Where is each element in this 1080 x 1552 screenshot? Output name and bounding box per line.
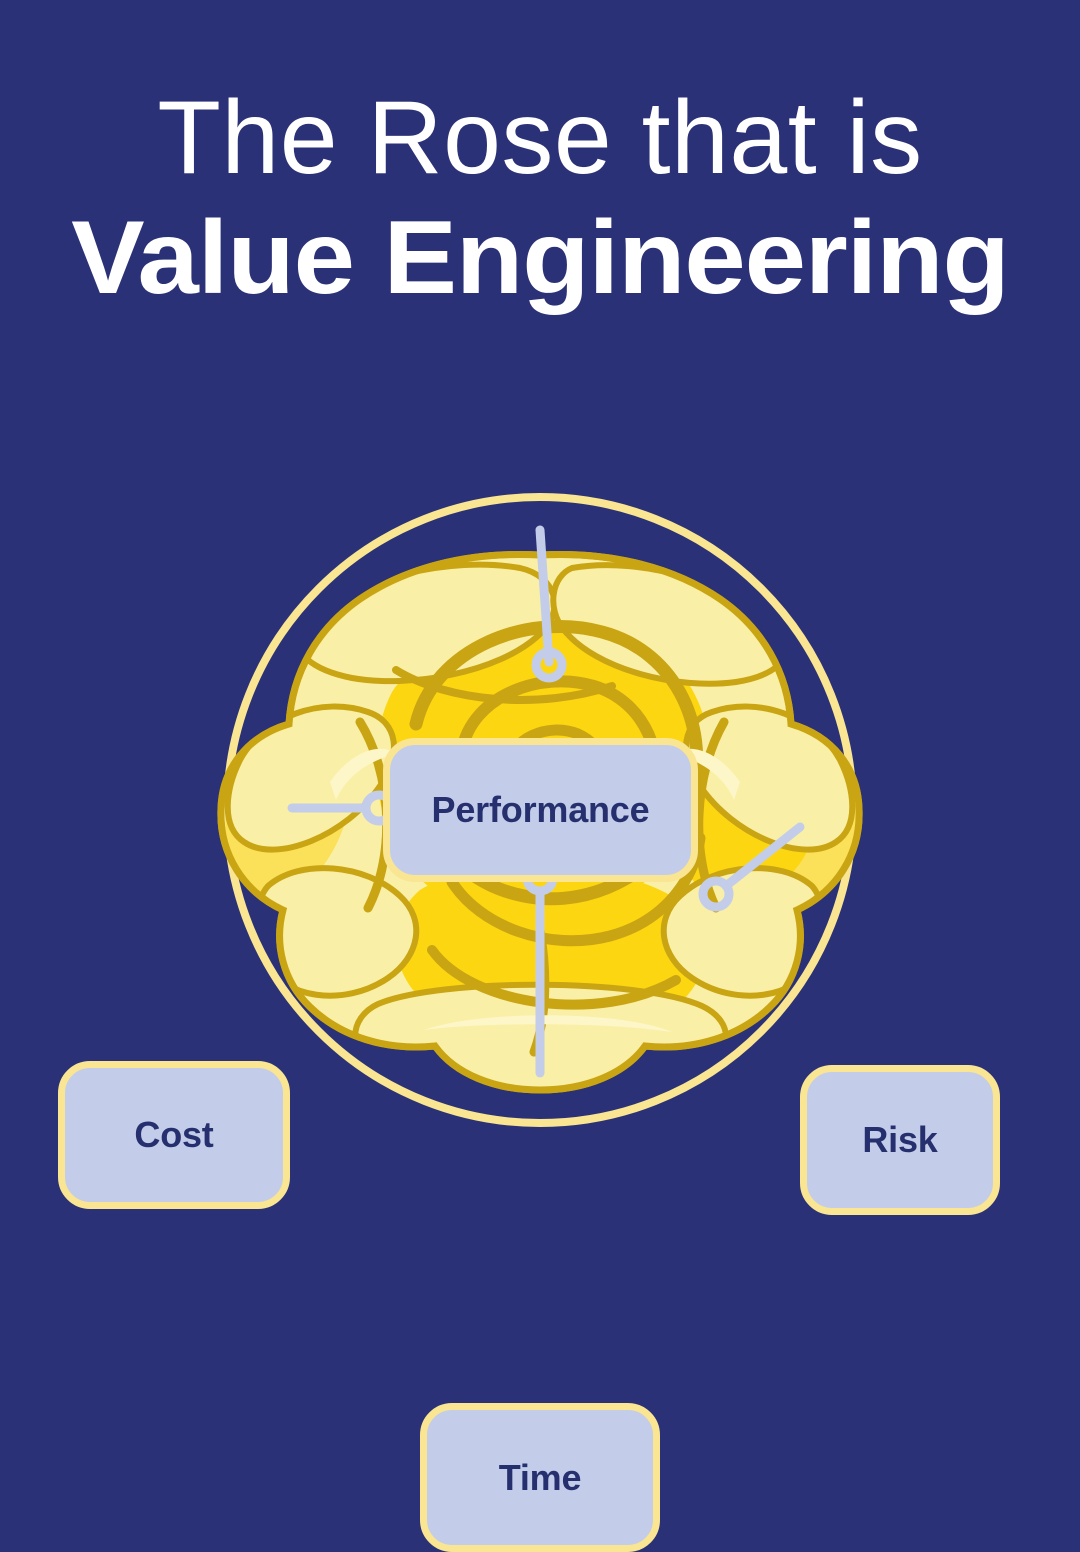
node-cost-label: Cost xyxy=(134,1114,214,1155)
title-line-1: The Rose that is xyxy=(157,80,923,196)
connector-risk xyxy=(721,822,805,891)
rose-fold-3 xyxy=(446,832,706,947)
node-cost[interactable]: Cost xyxy=(58,1061,290,1209)
node-time[interactable]: Time xyxy=(420,1403,660,1552)
connector-marker-performance xyxy=(531,647,567,683)
connector-marker-risk xyxy=(698,876,734,912)
rose-fold-5 xyxy=(392,666,616,704)
rose-highlight-d xyxy=(424,1015,672,1032)
rose-outline-overlay xyxy=(217,550,863,1094)
title-line-2: Value Engineering xyxy=(71,200,1010,316)
node-performance-label: Performance xyxy=(431,789,650,830)
value-engineering-diagram: Performance Cost Risk Time xyxy=(0,330,1080,1552)
node-time-label: Time xyxy=(498,1456,582,1498)
node-risk-label: Risk xyxy=(862,1119,938,1160)
node-performance[interactable]: Performance xyxy=(383,738,698,882)
node-risk[interactable]: Risk xyxy=(800,1065,1000,1215)
page-title: The Rose that is Value Engineering xyxy=(0,0,1080,313)
connector-performance xyxy=(535,525,554,667)
